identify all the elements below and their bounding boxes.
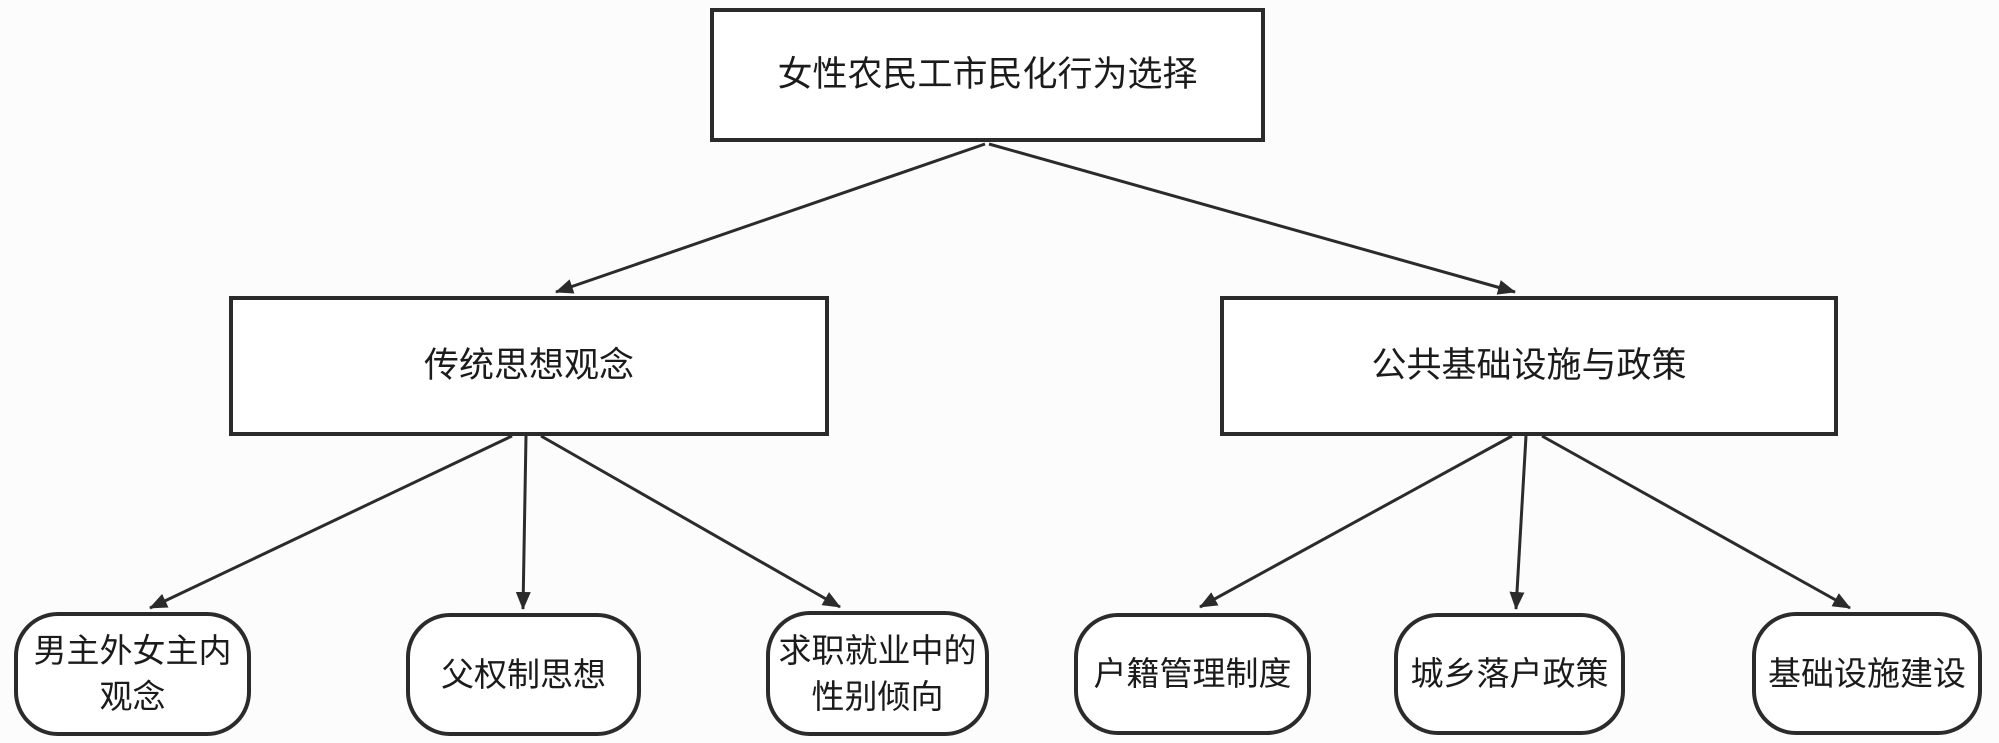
node-men-outside-women-inside: 男主外女主内观念 bbox=[14, 612, 251, 736]
node-label: 求职就业中的性别倾向 bbox=[778, 631, 977, 715]
node-patriarchal-thought: 父权制思想 bbox=[406, 613, 641, 736]
node-household-registration-system: 户籍管理制度 bbox=[1074, 613, 1311, 735]
node-infrastructure-construction: 基础设施建设 bbox=[1752, 612, 1982, 735]
node-label: 公共基础设施与政策 bbox=[1371, 345, 1687, 385]
edge-t2-l4 bbox=[1199, 434, 1513, 609]
edge-t1-l1 bbox=[149, 434, 513, 610]
node-gender-bias-in-employment: 求职就业中的性别倾向 bbox=[766, 611, 989, 736]
edge-t1-l3 bbox=[540, 434, 841, 609]
edge-root-t2 bbox=[988, 142, 1516, 295]
node-label: 基础设施建设 bbox=[1768, 654, 1966, 692]
node-citizenization-behavior-choice: 女性农民工市民化行为选择 bbox=[710, 8, 1265, 142]
node-urban-rural-settlement-policy: 城乡落户政策 bbox=[1394, 613, 1625, 735]
node-label: 父权制思想 bbox=[441, 655, 606, 693]
edge-t2-l6 bbox=[1541, 434, 1851, 610]
node-label: 传统思想观念 bbox=[423, 345, 634, 385]
node-label: 城乡落户政策 bbox=[1410, 655, 1609, 693]
edge-t2-l5 bbox=[1509, 435, 1528, 610]
node-label: 女性农民工市民化行为选择 bbox=[777, 54, 1198, 94]
node-public-infrastructure-policy: 公共基础设施与政策 bbox=[1220, 296, 1838, 436]
edge-t1-l2 bbox=[515, 435, 531, 610]
node-traditional-ideology: 传统思想观念 bbox=[229, 296, 829, 436]
node-label: 男主外女主内观念 bbox=[33, 632, 232, 715]
edge-root-t1 bbox=[555, 142, 986, 294]
node-label: 户籍管理制度 bbox=[1093, 655, 1292, 693]
